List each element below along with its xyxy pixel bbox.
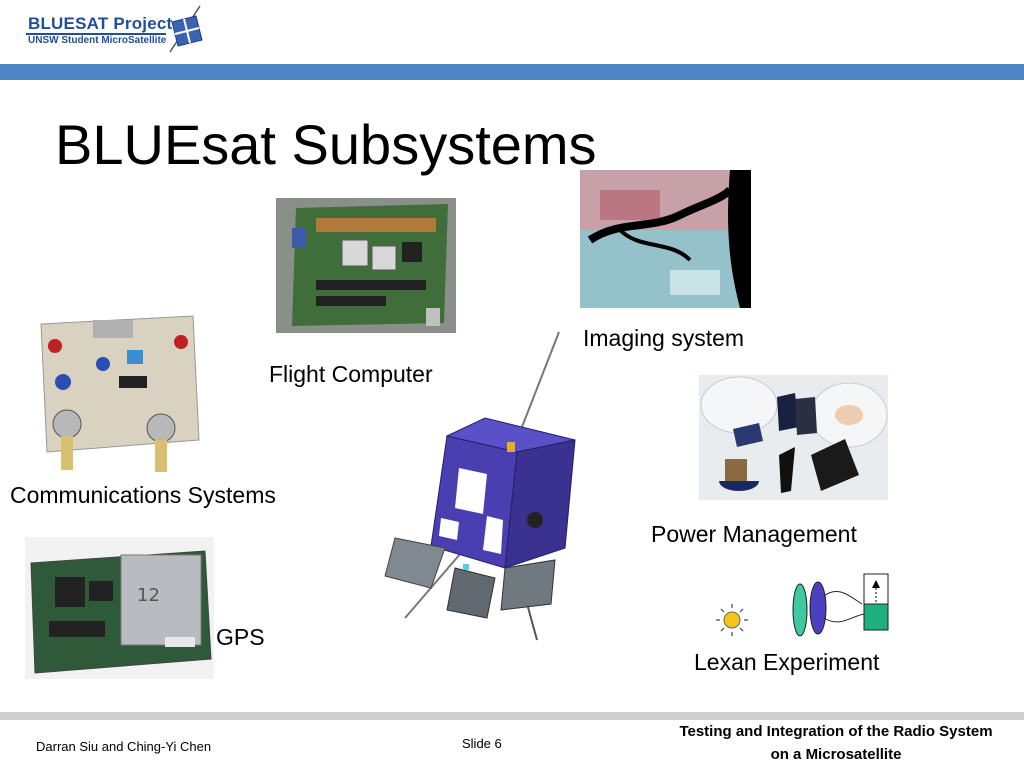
slide-number: Slide 6 xyxy=(462,736,502,751)
communications-photo xyxy=(33,312,203,477)
footer-authors: Darran Siu and Ching-Yi Chen xyxy=(36,739,212,754)
communications-label: Communications Systems xyxy=(10,482,276,508)
header-band xyxy=(0,64,1024,80)
sun-icon xyxy=(716,604,748,636)
flight-computer-label: Flight Computer xyxy=(269,361,433,387)
imaging-system-label: Imaging system xyxy=(583,325,745,351)
logo-subtitle: UNSW Student MicroSatellite xyxy=(28,35,167,46)
lexan-experiment-diagram xyxy=(716,573,889,637)
footer-band xyxy=(0,712,1024,720)
slide-title: BLUEsat Subsystems xyxy=(55,113,597,176)
logo-title: BLUESAT Project xyxy=(28,14,173,33)
gps-photo: 12 xyxy=(25,537,214,679)
footer-topic-line1: Testing and Integration of the Radio Sys… xyxy=(679,723,993,740)
footer-topic: Testing and Integration of the Radio Sys… xyxy=(650,720,1022,766)
power-management-photo xyxy=(699,375,888,500)
footer-topic-line2: on a Microsatellite xyxy=(770,746,902,763)
gps-label: GPS xyxy=(216,624,265,650)
svg-text:12: 12 xyxy=(137,585,160,606)
logo-rule xyxy=(26,33,166,35)
lexan-experiment-label: Lexan Experiment xyxy=(694,649,880,675)
flight-computer-photo xyxy=(276,198,456,333)
power-management-label: Power Management xyxy=(651,521,857,547)
logo-satellite-icon xyxy=(169,5,203,53)
satellite-render xyxy=(384,331,576,641)
imaging-system-photo xyxy=(580,170,751,308)
